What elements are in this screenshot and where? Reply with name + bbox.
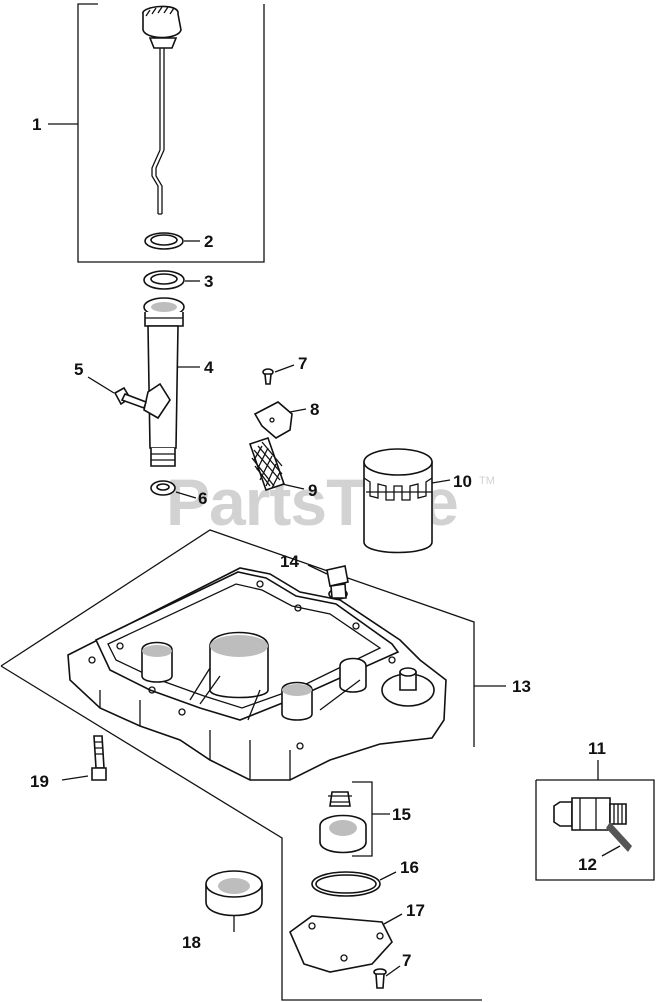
callout-15: 15 — [392, 805, 411, 824]
callout-17: 17 — [406, 901, 425, 920]
partstree-watermark: PartsTree TM — [166, 465, 495, 539]
callout-19: 19 — [30, 772, 49, 791]
callout-14: 14 — [280, 552, 299, 571]
baffle-8[interactable] — [253, 401, 293, 439]
o-ring-3[interactable] — [143, 270, 185, 290]
cover-plate-17[interactable] — [289, 915, 393, 973]
pump-gears-15[interactable] — [319, 781, 373, 857]
o-ring-2[interactable] — [144, 232, 184, 250]
bolt-19[interactable] — [91, 735, 107, 781]
callout-7-upper: 7 — [298, 354, 307, 373]
callout-12: 12 — [578, 855, 597, 874]
dipstick-tube[interactable] — [143, 297, 185, 467]
bracket-1 — [77, 3, 265, 263]
callout-1: 1 — [32, 115, 41, 134]
o-ring-16[interactable] — [311, 871, 381, 897]
screw-7-upper[interactable] — [262, 368, 274, 385]
o-ring-6[interactable] — [150, 480, 176, 496]
screen-9[interactable] — [248, 436, 286, 492]
screw-7-lower[interactable] — [373, 968, 387, 989]
relief-valve-14[interactable] — [326, 565, 349, 600]
callout-8: 8 — [310, 400, 319, 419]
dipstick[interactable] — [142, 5, 182, 215]
watermark-trademark: TM — [479, 475, 495, 487]
oil-pressure-switch[interactable] — [553, 797, 632, 852]
bolt-5[interactable] — [113, 386, 148, 410]
callout-3: 3 — [204, 272, 213, 291]
callout-11: 11 — [588, 739, 606, 758]
callout-18: 18 — [182, 933, 201, 952]
callout-13: 13 — [512, 677, 531, 696]
bracket-13-lower — [0, 665, 482, 1001]
callout-5: 5 — [74, 360, 83, 379]
callout-2: 2 — [204, 232, 213, 251]
callout-6: 6 — [198, 489, 207, 508]
callout-9: 9 — [308, 481, 317, 500]
callout-4: 4 — [204, 358, 214, 377]
oil-pan-assembly[interactable] — [67, 567, 447, 781]
bracket-11 — [535, 760, 655, 881]
callout-10: 10 — [453, 472, 472, 491]
oil-filter-10[interactable] — [363, 448, 433, 554]
callout-16: 16 — [400, 858, 419, 877]
callout-7-lower: 7 — [402, 951, 411, 970]
seal-18[interactable] — [205, 870, 263, 917]
